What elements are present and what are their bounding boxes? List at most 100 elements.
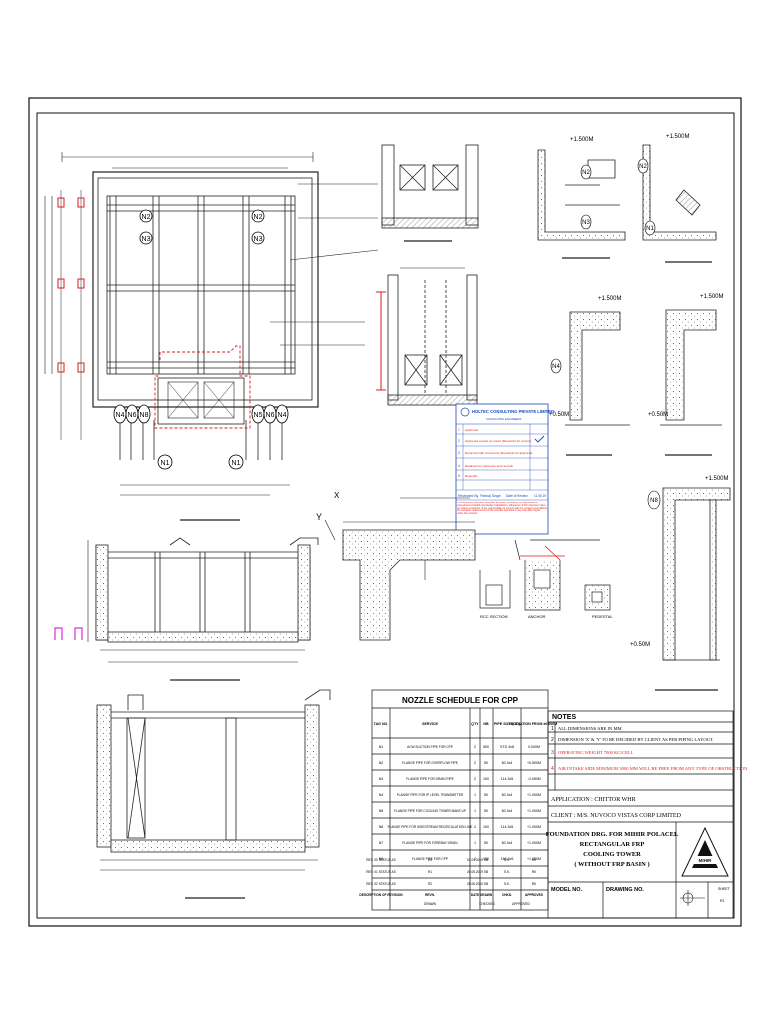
revision-cell: SB: [484, 858, 488, 862]
rcc-label: RCC SECTION: [480, 614, 508, 619]
nozzle-header-cell: NB: [483, 722, 489, 726]
revision-cell: REV. 00 STATUS AS: [366, 858, 396, 862]
pedestal-marks: [57, 197, 251, 429]
nozzle-row-cell: N2: [379, 761, 384, 765]
nozzle-row-cell: +1.000M: [527, 793, 541, 797]
revision-footer-cell: DESCRIPTION OF REVISION: [359, 893, 403, 897]
notes-title: NOTES: [552, 714, 576, 721]
tag-N8-sec: N8: [647, 490, 661, 510]
revision-cell: SB: [484, 882, 488, 886]
drawing-title-line: FOUNDATION DRG. FOR MIHIR POLACEL: [546, 831, 679, 838]
tag-N2b: N2: [251, 209, 265, 223]
footer-name: DRAWN: [424, 902, 437, 906]
footer-name: APPROVED: [512, 902, 530, 906]
right-middle-tags: N4 N8: [550, 358, 661, 510]
approval-stamp: HOLTEC CONSULTING PRIVATE LIMITED CONSUL…: [455, 403, 554, 535]
revision-cell: REV. 01 STATUS AS: [366, 870, 396, 874]
revision-cell: S.K.: [504, 870, 510, 874]
svg-text:N3: N3: [582, 220, 590, 226]
application-label: APPLICATION : CHITTOR WHR: [551, 797, 636, 803]
nozzle-row-cell: 100: [483, 825, 489, 829]
tag-N1b: N1: [228, 454, 244, 470]
revision-cell: RK: [532, 870, 537, 874]
stamp-row-text: Approved: [465, 428, 479, 432]
nozzle-row-cell: 100: [483, 777, 489, 781]
model-no-label: MODEL NO.: [551, 887, 583, 893]
revision-cell: RK: [532, 858, 537, 862]
revision-cell: R1: [428, 870, 432, 874]
x-label: X: [334, 491, 340, 500]
nozzle-row-cell: 1: [474, 841, 476, 845]
sheet-label: SHEET: [718, 887, 731, 891]
tag-N2-sec: N2: [580, 164, 592, 180]
elev-rm-3: +0.50M: [549, 412, 569, 418]
revision-cell: SB: [484, 870, 488, 874]
revision-footer-cell: REVN.: [425, 893, 435, 897]
y-label: Y: [316, 512, 322, 522]
revision-cell: S.K.: [504, 858, 510, 862]
tag-N1-sec: N1: [644, 220, 656, 236]
stamp-reviewed-by: Reviewed By: [458, 494, 479, 498]
tag-N4-sec: N4: [550, 358, 562, 374]
elev-rm-1: +1.500M: [598, 296, 622, 302]
foundation-details: [479, 539, 611, 611]
revision-cell: R0: [428, 858, 432, 862]
tag-N4b: N4: [275, 404, 289, 424]
nozzle-row-cell: FLANGE PIPE FOR FOREBAY DRAIN: [402, 841, 458, 845]
svg-text:N3: N3: [254, 236, 263, 243]
nozzle-row-cell: N3: [379, 777, 384, 781]
elev-rm-4: +0.50M: [648, 412, 668, 418]
tag-N4: N4: [113, 404, 127, 424]
svg-text:N6: N6: [266, 412, 275, 419]
outer-border: [28, 97, 742, 927]
nozzle-row-cell: FLANGE PIPE FOR SIDESTREAM RECIRCULATION…: [388, 825, 473, 829]
svg-text:MIHIR: MIHIR: [699, 858, 712, 863]
nozzle-row-cell: 50: [484, 809, 488, 813]
nozzle-schedule-table: [371, 689, 549, 911]
nozzle-schedule-title: NOZZLE SCHEDULE FOR CPP: [402, 696, 519, 705]
nozzle-row-cell: 2: [474, 745, 476, 749]
tag-N6: N6: [125, 404, 139, 424]
inner-border: [36, 112, 735, 919]
nozzle-row-cell: 60.3x4: [502, 761, 513, 765]
nozzle-row-cell: 2: [474, 761, 476, 765]
tag-N1: N1: [157, 454, 173, 470]
nozzle-row-cell: STD 3x8: [500, 745, 514, 749]
drawing-title-line: COOLING TOWER: [583, 851, 641, 858]
nozzle-row-cell: 2: [474, 825, 476, 829]
stamp-row-text: Approved except as noted (Resubmit for r…: [465, 439, 531, 443]
stamp-row-text: Retained for reference and records: [465, 464, 513, 468]
elev-top-2: +1.500M: [666, 134, 690, 140]
nozzle-row-cell: 2: [474, 777, 476, 781]
crosshair-symbol: [680, 890, 705, 906]
nozzle-header-cell: TAG NO.: [374, 722, 389, 726]
revision-cell: 20.05.2019: [467, 870, 483, 874]
tag-N3-sec: N3: [580, 214, 592, 230]
tag-N2-sec2: N2: [637, 158, 649, 174]
svg-text:N1: N1: [646, 226, 654, 232]
svg-text:N4: N4: [552, 364, 560, 370]
svg-text:N2: N2: [582, 170, 590, 176]
bottom-left-section: [96, 689, 331, 899]
stamp-reviewer-sign: Pankaj Singh: [480, 494, 501, 498]
note-number: 1: [551, 726, 554, 732]
stamp-row-number: 3: [458, 451, 460, 455]
top-right-tags: N2 N3 N2 N1: [580, 158, 656, 236]
elev-n8-top: +1.500M: [705, 476, 729, 482]
nozzle-row-cell: FLANGE PIPE FOR OVERFLOW PIPE: [402, 761, 458, 765]
svg-text:N8: N8: [140, 412, 149, 419]
nozzle-row-cell: +0.500M: [527, 761, 541, 765]
xy-detail: [324, 497, 476, 641]
revision-cell: 28.06.2019: [467, 882, 483, 886]
anchor-label: ANCHOR: [528, 614, 545, 619]
tag-N6b: N6: [263, 404, 277, 424]
nozzle-row-cell: 168.3x5: [501, 857, 514, 861]
stamp-row-text: Returned with comments (Resubmit for app…: [465, 451, 532, 455]
drawing-title-line: ( WITHOUT FRP BASIN ): [574, 861, 649, 868]
note-number: 3: [551, 750, 554, 756]
